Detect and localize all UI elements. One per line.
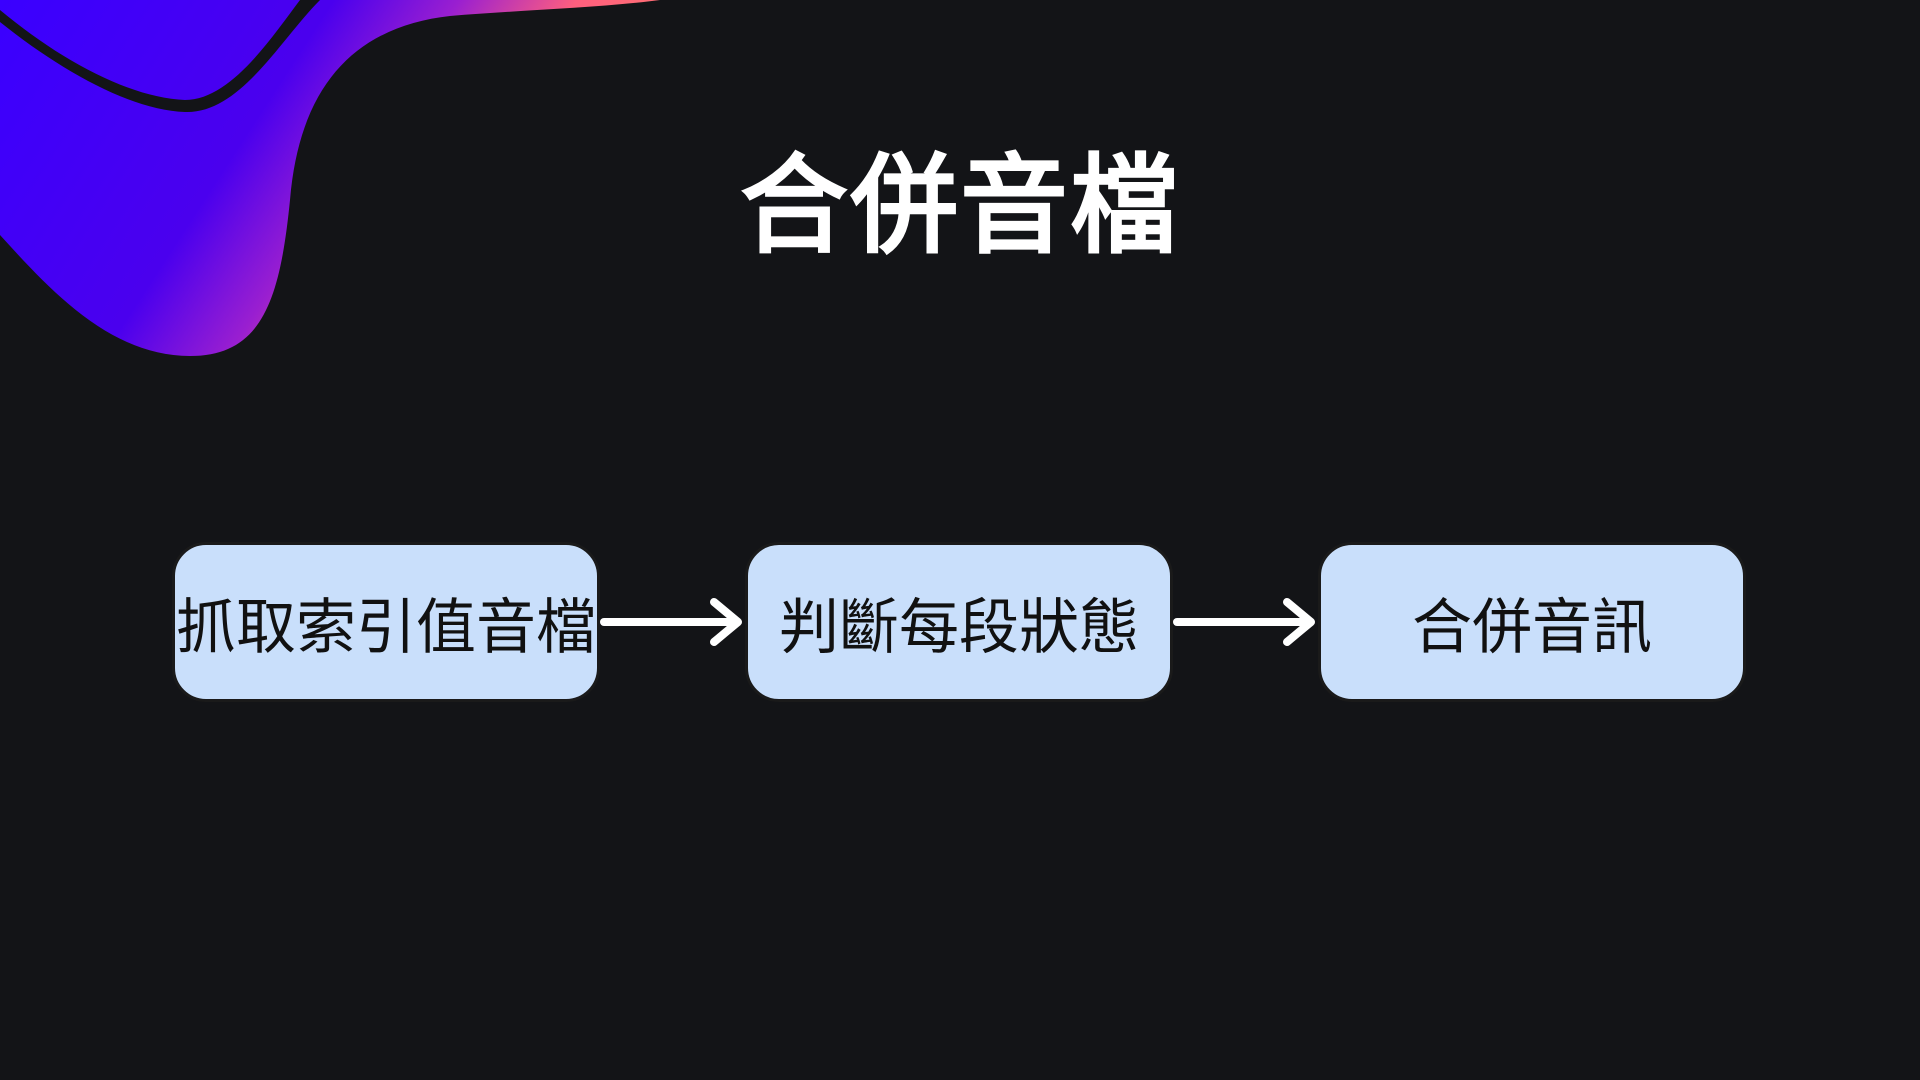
slide-title: 合併音檔 (739, 144, 1180, 269)
flow-step-check-segment-status: 判斷每段狀態 (745, 542, 1173, 702)
flow-step-merge-audio: 合併音訊 (1318, 542, 1746, 702)
flow-step-fetch-index-audio: 抓取索引值音檔 (172, 542, 600, 702)
